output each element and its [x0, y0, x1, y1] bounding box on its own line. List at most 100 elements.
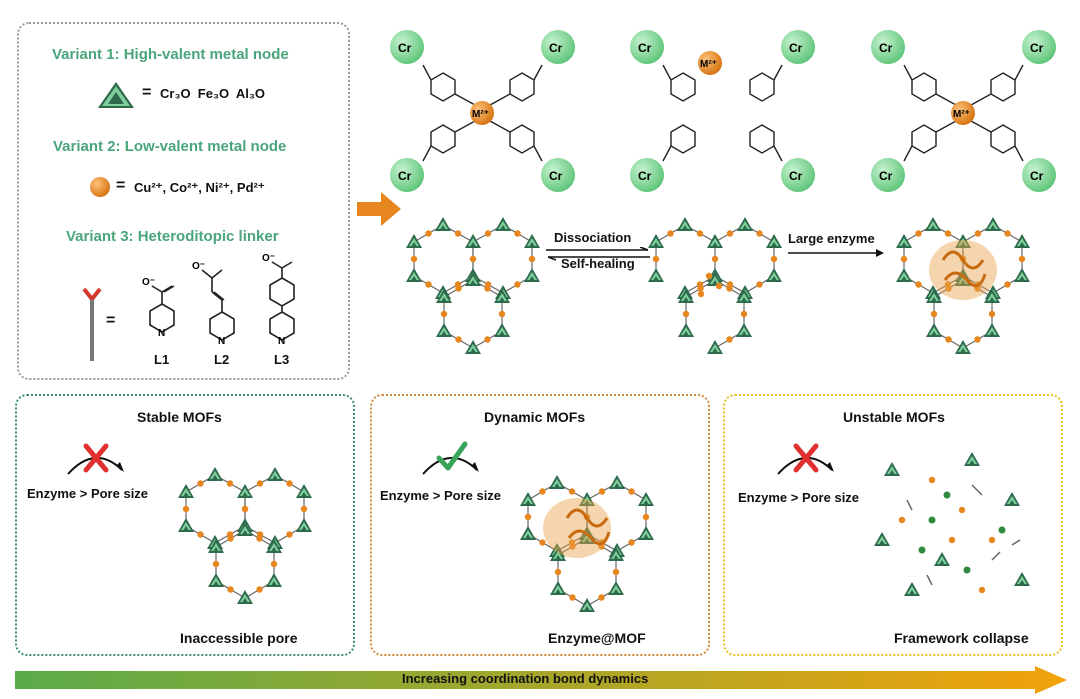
- stable-condition: Enzyme > Pore size: [27, 486, 149, 501]
- unstable-condition: Enzyme > Pore size: [738, 490, 860, 505]
- metal-ion-dot: [425, 230, 432, 237]
- metal-node-icon: [766, 268, 782, 282]
- l1-n: N: [158, 328, 165, 339]
- metal-node-icon: [677, 217, 693, 231]
- metal-ion-dot: [256, 480, 264, 487]
- metal-ion-dot: [469, 255, 477, 263]
- metal-ion-dot: [988, 536, 996, 544]
- dissociation-label: Dissociation: [554, 230, 632, 245]
- metal-node-icon: [579, 598, 595, 612]
- metal-ion-dot: [539, 539, 546, 546]
- metal-ion-icon: [90, 177, 110, 197]
- metal-ion-dot: [569, 543, 576, 550]
- variant-3-equals: =: [106, 312, 116, 329]
- metal-label: M²⁺: [472, 109, 489, 120]
- cr-label: Cr: [789, 169, 803, 183]
- metal-ion-dot: [642, 513, 650, 521]
- large-enzyme-label: Large enzyme: [788, 231, 875, 246]
- metal-node-icon: [934, 552, 950, 566]
- metal-ion-dot: [726, 230, 734, 237]
- metal-ion-dot: [705, 272, 713, 280]
- cr-label: Cr: [879, 41, 893, 55]
- metal-node-icon: [678, 289, 694, 303]
- mof-network-enzyme: [896, 217, 1030, 354]
- variant-3-title: Variant 3: Heteroditopic linker: [66, 228, 279, 245]
- metal-node-icon: [678, 323, 694, 337]
- cr-label: Cr: [879, 169, 893, 183]
- metal-node-icon: [549, 475, 565, 489]
- metal-ion-dot: [988, 310, 996, 318]
- metal-ion-dot: [930, 310, 938, 318]
- metal-node-icon: [955, 340, 971, 354]
- metal-ion-dot: [227, 535, 234, 542]
- metal-ion-dot: [770, 255, 778, 263]
- metal-ion-dot: [945, 336, 952, 343]
- metal-ion-dot: [568, 488, 576, 495]
- metal-node-icon: [550, 547, 566, 561]
- metal-node-icon: [1014, 234, 1030, 248]
- cr-label: Cr: [1030, 169, 1044, 183]
- metal-node-icon: [406, 234, 422, 248]
- metal-node-icon: [707, 234, 723, 248]
- linker-label-l3: L3: [274, 352, 290, 367]
- metal-ion-dot: [682, 310, 690, 318]
- metal-node-icon: [925, 217, 941, 231]
- metal-ion-dot: [612, 568, 620, 576]
- metal-ion-dot: [928, 476, 936, 484]
- metal-node-icon: [926, 289, 942, 303]
- metal-node-icon: [648, 268, 664, 282]
- metal-ion-dot: [197, 480, 204, 487]
- metal-node-icon: [436, 289, 452, 303]
- metal-ion-dot: [628, 539, 635, 546]
- stable-mofs-title: Stable MOFs: [137, 409, 222, 425]
- metal-ion-dot: [948, 536, 956, 544]
- metal-ion-dot: [256, 586, 263, 593]
- metal-ion-dot: [524, 513, 532, 521]
- metal-node-icon: [1014, 572, 1030, 586]
- mof-network-dynamic: [520, 475, 654, 612]
- metal-node-icon: [1004, 492, 1020, 506]
- metal-node-icon: [884, 462, 900, 476]
- metal-node-icon: [874, 532, 890, 546]
- metal-node-icon: [465, 340, 481, 354]
- check-icon: [422, 441, 479, 475]
- dynamic-condition: Enzyme > Pore size: [380, 488, 502, 503]
- metal-node-icon: [736, 289, 752, 303]
- dynamic-mofs-panel: [370, 394, 710, 656]
- metal-ion-dot: [915, 281, 922, 288]
- cr-label: Cr: [398, 41, 412, 55]
- metal-ion-dot: [514, 230, 521, 237]
- metal-ion-dot: [286, 480, 293, 487]
- metal-ion-dot: [756, 230, 763, 237]
- dynamic-mofs-title: Dynamic MOFs: [484, 409, 586, 425]
- metal-ion-dot: [598, 594, 605, 601]
- metal-node-icon: [465, 234, 481, 248]
- cr-label: Cr: [638, 41, 652, 55]
- cr-label: Cr: [549, 169, 563, 183]
- metal-ion-dot: [226, 480, 234, 487]
- mof-collapsed-fragments: [874, 452, 1030, 596]
- mof-network-intact: [406, 217, 540, 354]
- l2-o-minus: O⁻: [192, 261, 205, 272]
- metal-ion-dot: [256, 535, 263, 542]
- cr-label: Cr: [789, 41, 803, 55]
- metal-node-icon: [178, 518, 194, 532]
- free-linker: [926, 574, 933, 586]
- metal-ion-dot: [410, 255, 418, 263]
- metal-node-icon: [1014, 268, 1030, 282]
- metal-node-icon: [435, 217, 451, 231]
- linker-label-l2: L2: [214, 352, 230, 367]
- metal-node-icon: [178, 484, 194, 498]
- metal-node-icon: [520, 526, 536, 540]
- cr-label: Cr: [1030, 41, 1044, 55]
- metal-ion-dot: [455, 285, 462, 292]
- metal-node-icon: [904, 582, 920, 596]
- metal-ion-dot: [514, 281, 521, 288]
- metal-ion-dot: [1004, 281, 1011, 288]
- metal-ion-dot: [425, 281, 432, 288]
- metal-node-icon: [638, 526, 654, 540]
- enzyme-blob: [543, 498, 611, 558]
- metal-ion-dot: [182, 505, 190, 513]
- metal-ion-dot: [974, 230, 982, 237]
- l2-n: N: [218, 336, 225, 347]
